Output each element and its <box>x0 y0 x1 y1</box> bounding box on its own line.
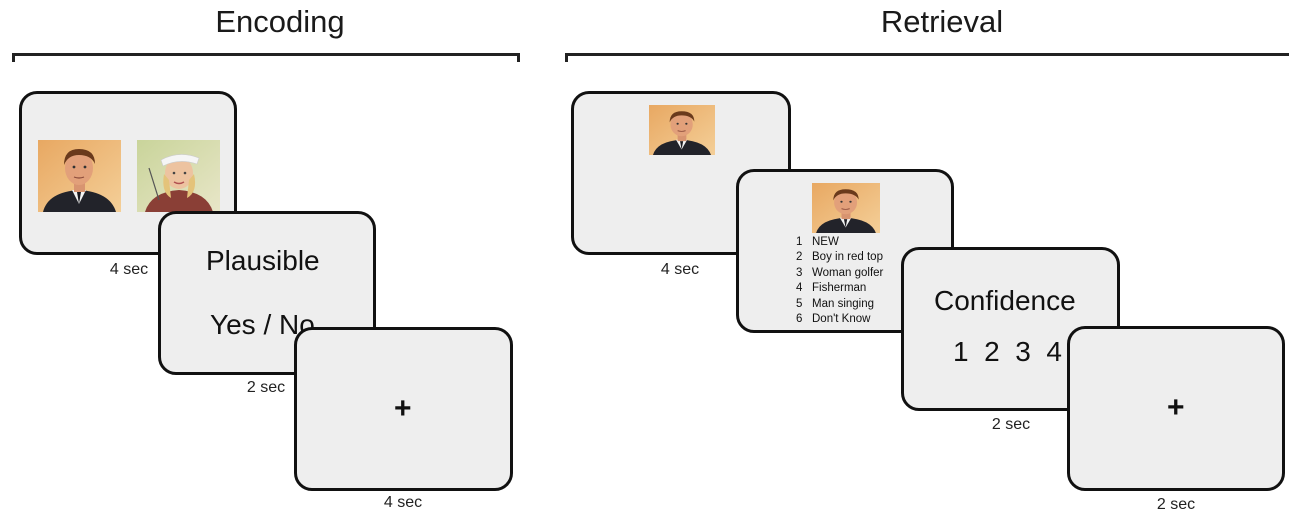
fixation-cross: + <box>394 392 412 425</box>
man-face-photo <box>38 140 121 212</box>
retrieval-fixation-screen: + <box>1067 326 1285 491</box>
retrieval-fixation-duration: 2 sec <box>1156 496 1196 513</box>
encoding-fixation-screen: + <box>294 327 513 491</box>
fixation-cross: + <box>1167 391 1185 424</box>
man-face-photo <box>812 183 880 233</box>
encoding-face-pair-screen <box>19 91 237 255</box>
confidence-label: Confidence <box>934 285 1076 316</box>
encoding-title: Encoding <box>215 4 345 39</box>
retrieval-title: Retrieval <box>880 4 1004 39</box>
plausible-label: Plausible <box>206 245 320 276</box>
encoding-fixation-duration: 4 sec <box>383 494 423 511</box>
woman-golfer-photo <box>137 140 220 212</box>
encoding-plausibility-duration: 2 sec <box>246 379 286 396</box>
retrieval-bracket <box>565 53 1289 62</box>
confidence-scale: 1 2 3 4 <box>953 336 1062 367</box>
man-face-photo <box>649 105 715 155</box>
retrieval-confidence-duration: 2 sec <box>991 416 1031 433</box>
encoding-bracket <box>12 53 520 62</box>
encoding-face-pair-duration: 4 sec <box>109 261 149 278</box>
retrieval-cue-duration: 4 sec <box>660 261 700 278</box>
